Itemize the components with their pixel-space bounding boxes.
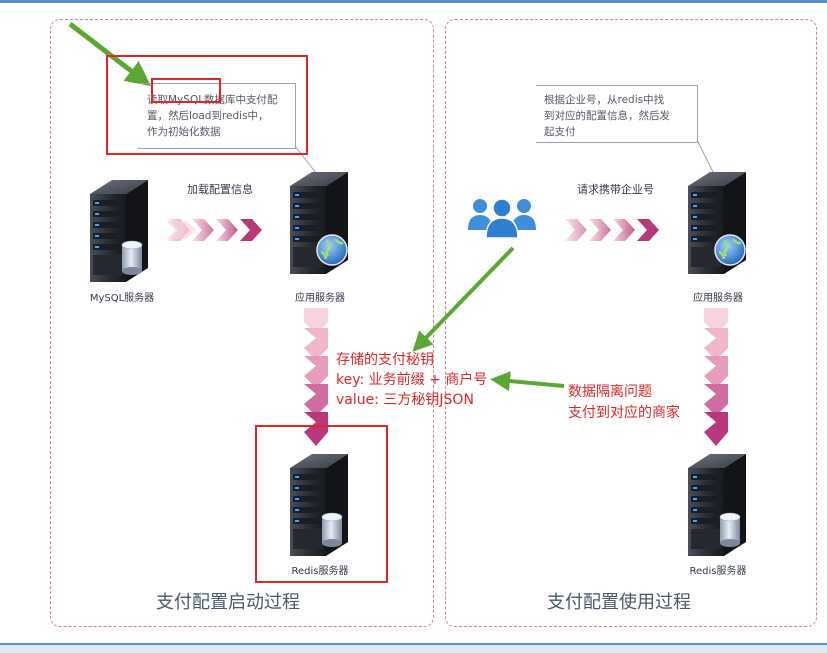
right-note-line-3: 起支付 — [544, 126, 576, 138]
top-frame-line — [0, 0, 827, 3]
app-to-redis-right-flow-arrows — [704, 308, 728, 446]
right-note-line-1: 根据企业号，从redis中找 — [544, 94, 665, 106]
load-flow-arrows — [166, 219, 262, 241]
users-icon — [468, 198, 536, 239]
redis-server-left-label: Redis服务器 — [291, 566, 349, 577]
green-arrow-to-note — [68, 22, 151, 87]
green-arrow-users-to-storage — [412, 246, 515, 352]
note-highlight-box — [106, 55, 308, 155]
left-note-box — [138, 83, 296, 149]
app-server-right-label: 应用服务器 — [693, 293, 743, 304]
mysql-text-highlight-box — [151, 78, 221, 103]
left-note-line-3: 作为初始化数据 — [147, 126, 221, 138]
usage-process-panel — [445, 19, 817, 627]
storage-annotation-line-3: value: 三方秘钥JSON — [336, 392, 474, 408]
mysql-server-icon — [90, 180, 148, 282]
usage-process-title: 支付配置使用过程 — [547, 592, 691, 613]
redis-server-right-icon — [688, 454, 746, 556]
right-note-box — [536, 85, 698, 143]
redis-server-right-label: Redis服务器 — [689, 566, 747, 577]
storage-annotation-line-2: key: 业务前缀 + 商户号 — [336, 372, 488, 388]
storage-annotation-line-1: 存储的支付秘钥 — [336, 352, 434, 368]
left-note-line-1: 读取MySQL数据库中支付配 — [147, 94, 278, 106]
green-arrow-isolation-to-storage — [490, 371, 565, 392]
right-note-line-2: 到对应的配置信息，然后发 — [544, 110, 670, 122]
load-config-label: 加载配置信息 — [187, 183, 253, 196]
app-server-right-icon — [688, 172, 747, 274]
isolation-annotation-line-2: 支付到对应的商家 — [568, 405, 680, 421]
app-server-left-label: 应用服务器 — [295, 293, 345, 304]
request-corp-label: 请求携带企业号 — [577, 183, 654, 196]
startup-process-title: 支付配置启动过程 — [156, 592, 300, 613]
left-note-line-2: 置，然后load到redis中， — [147, 110, 269, 122]
mysql-server-label: MySQL服务器 — [89, 293, 155, 304]
app-to-redis-flow-arrows — [304, 308, 328, 446]
isolation-annotation-line-1: 数据隔离问题 — [568, 384, 652, 400]
startup-process-panel — [50, 19, 434, 627]
bottom-frame-bar — [0, 643, 827, 653]
redis-server-highlight-box — [255, 425, 388, 583]
request-flow-arrows — [565, 219, 659, 241]
app-server-left-icon — [290, 172, 349, 274]
right-note-connector — [696, 139, 715, 175]
